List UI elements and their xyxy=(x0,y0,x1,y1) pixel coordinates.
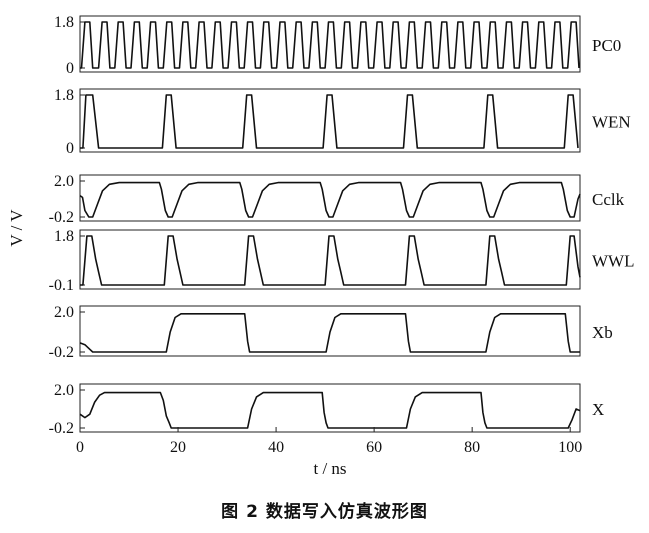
y-tick-label-pc0: 1.8 xyxy=(54,14,74,31)
x-tick-label: 20 xyxy=(170,439,186,456)
signal-label-x: X xyxy=(592,400,604,419)
y-tick-label-wwl: 1.8 xyxy=(54,228,74,245)
y-tick-label-pc0: 0 xyxy=(66,60,74,77)
panel-frame-wen xyxy=(79,88,581,153)
y-tick-label-cclk: 2.0 xyxy=(54,173,74,190)
y-tick-label-wen: 1.8 xyxy=(54,87,74,104)
panel-frame-xb xyxy=(79,305,581,357)
x-tick-label: 40 xyxy=(268,439,284,456)
signal-label-xb: Xb xyxy=(592,323,613,342)
waveform-line-pc0 xyxy=(80,21,580,69)
waveform-chart: 1.80PC01.80WEN2.0-0.2Cclk1.8-0.1WWL2.0-0… xyxy=(7,14,634,478)
y-tick-label-x: 2.0 xyxy=(54,382,74,399)
y-axis-title: V / V xyxy=(7,209,26,247)
waveform-line-x xyxy=(79,391,581,429)
x-tick-label: 80 xyxy=(464,439,480,456)
x-axis-title: t / ns xyxy=(313,459,346,478)
y-tick-label-xb: 2.0 xyxy=(54,304,74,321)
y-tick-label-wen: 0 xyxy=(66,140,74,157)
x-tick-label: 0 xyxy=(76,439,84,456)
waveform-line-wwl xyxy=(80,235,581,286)
panel-frame-pc0 xyxy=(79,15,581,73)
signal-label-cclk: Cclk xyxy=(592,190,625,209)
signal-label-pc0: PC0 xyxy=(592,36,621,55)
x-tick-label: 100 xyxy=(558,439,582,456)
waveform-line-xb xyxy=(79,313,580,353)
panel-frame-cclk xyxy=(79,174,581,222)
signal-label-wen: WEN xyxy=(592,113,631,132)
y-tick-label-xb: -0.2 xyxy=(49,344,74,361)
figure-caption: 图 2 数据写入仿真波形图 xyxy=(221,502,428,522)
waveform-line-wen xyxy=(80,94,579,149)
y-tick-label-x: -0.2 xyxy=(49,420,74,437)
panel-frame-x xyxy=(79,383,581,433)
x-tick-label: 60 xyxy=(366,439,382,456)
signal-label-wwl: WWL xyxy=(592,252,634,271)
y-tick-label-wwl: -0.1 xyxy=(49,277,74,294)
panel-frame-wwl xyxy=(79,229,581,290)
y-tick-label-cclk: -0.2 xyxy=(49,209,74,226)
waveform-line-cclk xyxy=(79,181,581,218)
